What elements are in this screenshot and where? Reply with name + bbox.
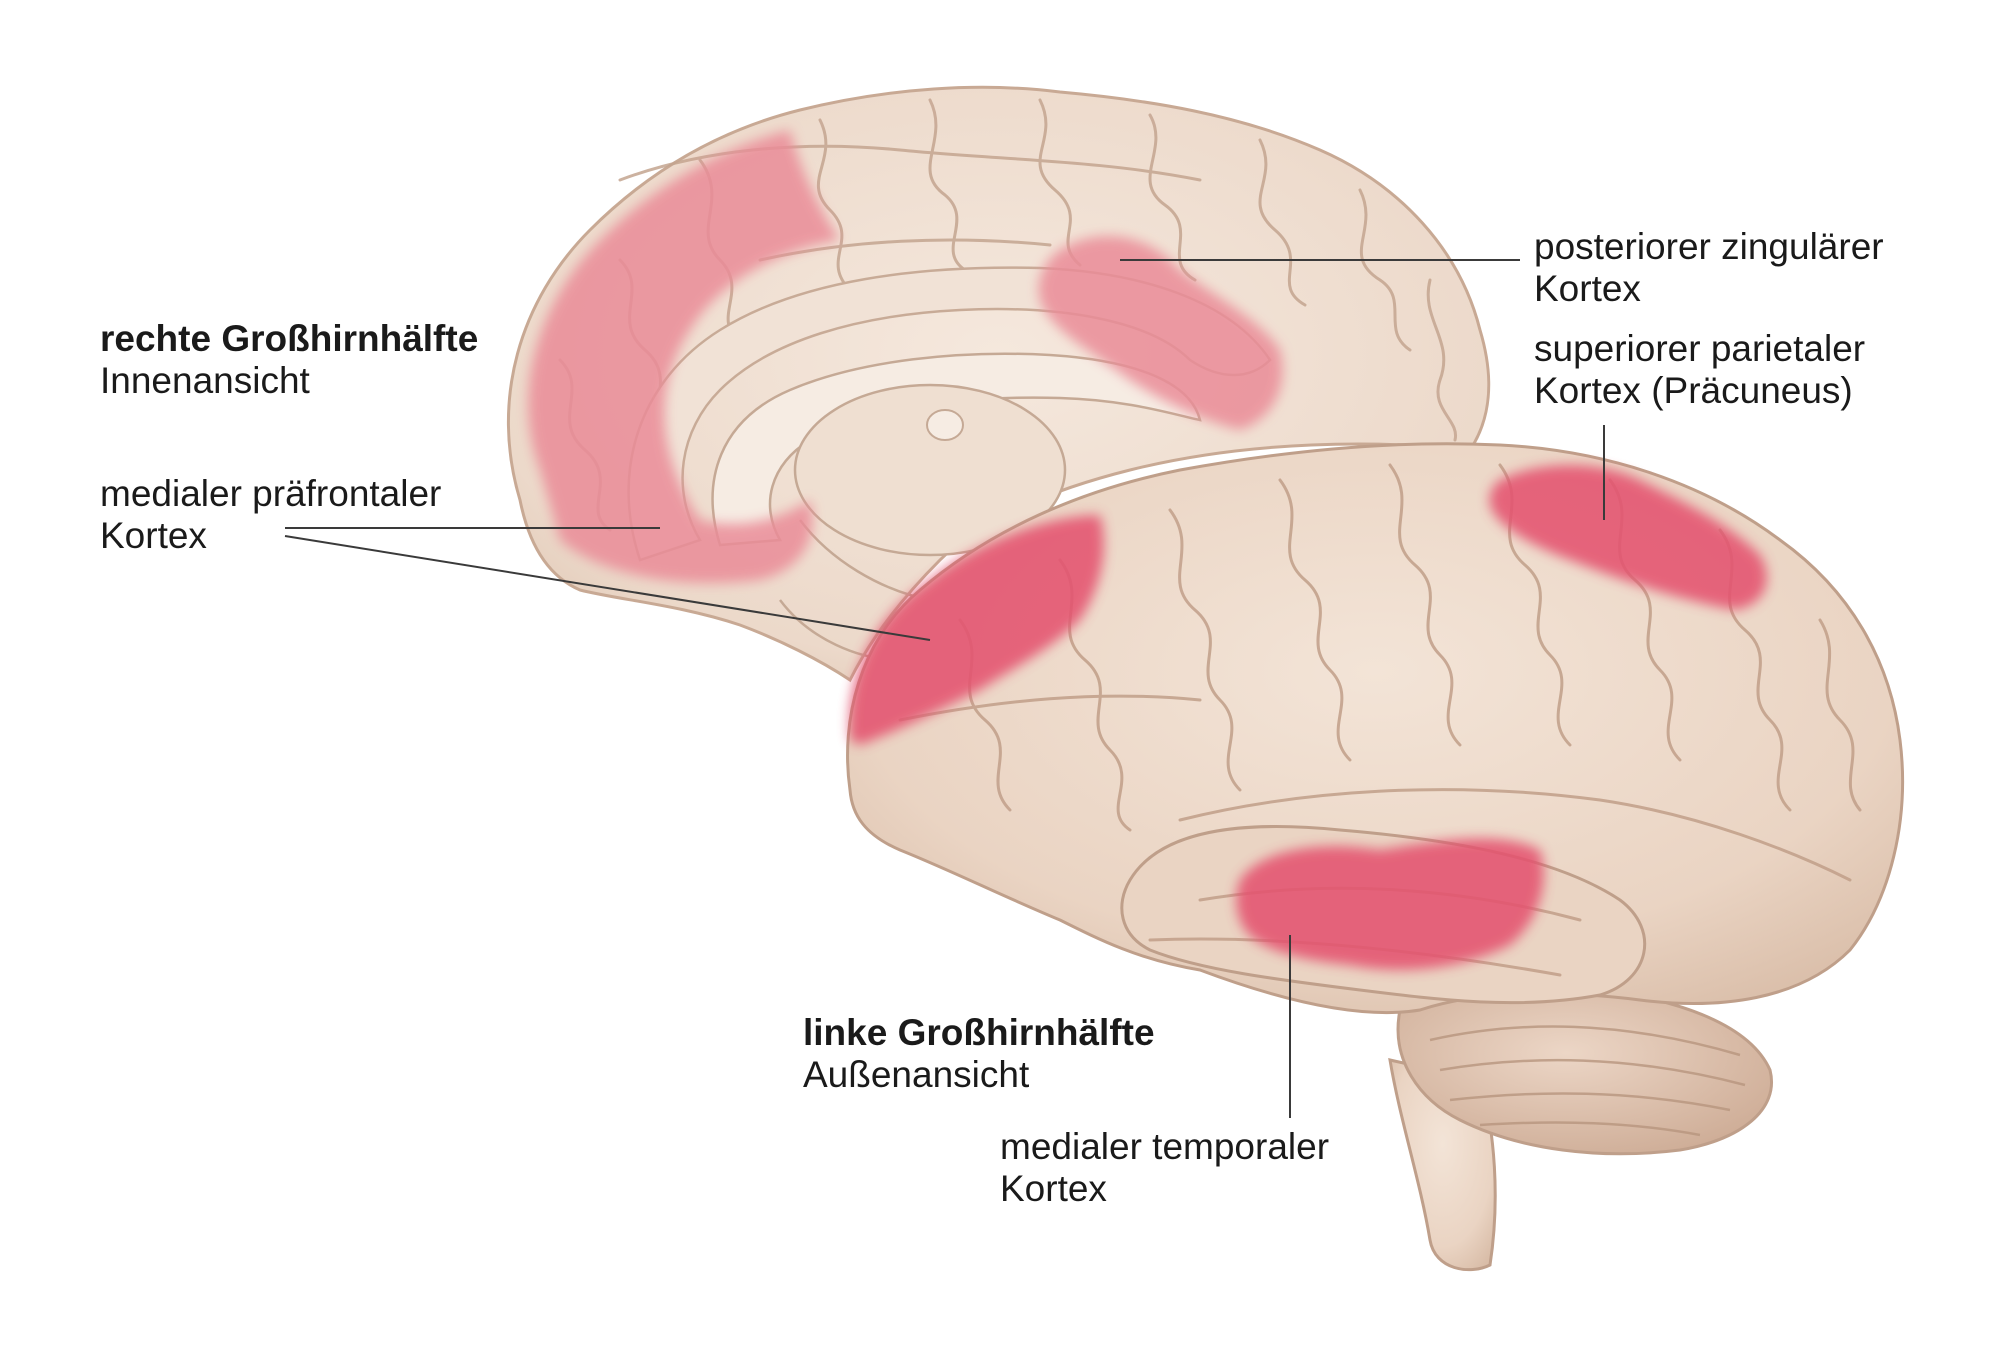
posterior-cingulate-region [1038, 236, 1283, 430]
right-hemisphere-subtitle: Innenansicht [100, 360, 310, 401]
left-hemisphere-lateral [846, 442, 1905, 1272]
mpfc-label: medialer präfrontaler Kortex [100, 473, 441, 557]
medial-prefrontal-region-left [849, 515, 1104, 745]
left-hemisphere-title: linke Großhirnhälfte [803, 1012, 1155, 1053]
mpfc-label-line1: medialer präfrontaler [100, 473, 442, 514]
right-hemisphere-medial [506, 85, 1491, 683]
mtc-label-line1: medialer temporaler [1000, 1126, 1330, 1167]
leader-lines [284, 259, 1605, 1118]
leader-line-mpfc-left [284, 535, 931, 641]
right-hemisphere-title: rechte Großhirnhälfte [100, 318, 479, 359]
mpfc-label-line2: Kortex [100, 515, 207, 556]
pcc-label-line1: posteriorer zingulärer [1534, 226, 1884, 267]
precuneus-label-line2: Kortex (Präcuneus) [1534, 370, 1853, 411]
left-hemisphere-subtitle: Außenansicht [803, 1054, 1030, 1095]
mtc-label: medialer temporaler Kortex [1000, 1126, 1329, 1210]
pcc-label: posteriorer zingulärer Kortex [1534, 226, 1884, 310]
medial-prefrontal-region-right [528, 130, 840, 584]
left-hemisphere-label: linke Großhirnhälfte Außenansicht [803, 1012, 1155, 1096]
left-hemisphere-outline [846, 442, 1905, 1015]
medial-temporal-region [1236, 838, 1544, 970]
thalamus [793, 383, 1067, 557]
mtc-label-line2: Kortex [1000, 1168, 1107, 1209]
pcc-label-line2: Kortex [1534, 268, 1641, 309]
superior-parietal-region [1489, 465, 1767, 610]
precuneus-label: superiorer parietaler Kortex (Präcuneus) [1534, 328, 1865, 412]
precuneus-label-line1: superiorer parietaler [1534, 328, 1866, 369]
right-hemisphere-label: rechte Großhirnhälfte Innenansicht [100, 318, 478, 402]
